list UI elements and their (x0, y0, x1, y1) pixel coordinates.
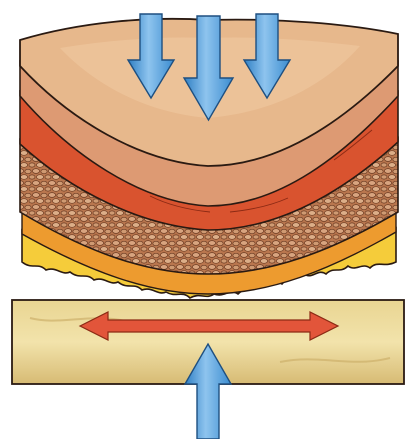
folded-strata-diagram (0, 0, 417, 439)
